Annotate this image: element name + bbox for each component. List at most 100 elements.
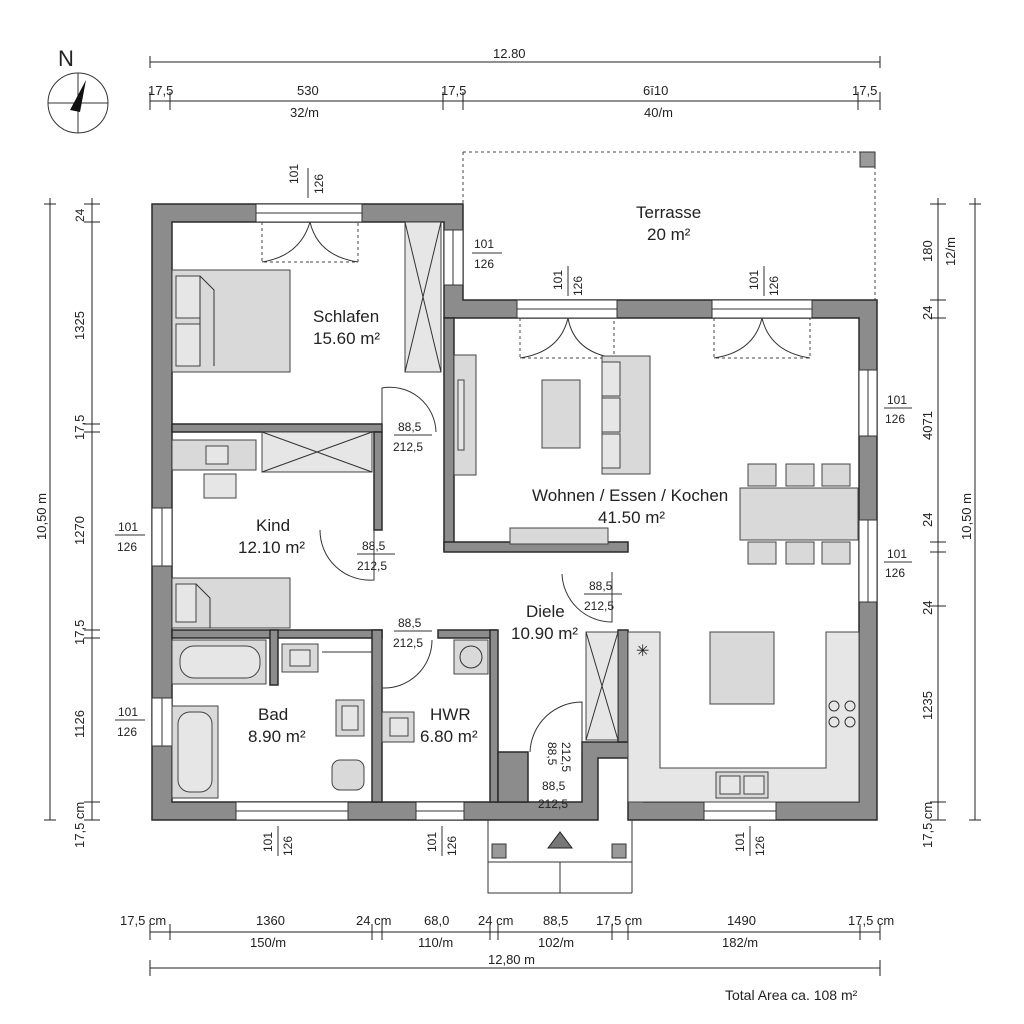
bottom-dim-3: 24 cm [356,913,391,928]
svg-text:126: 126 [885,412,905,426]
bottom-dim-sub-1: 150/m [250,935,286,950]
top-dim-sub-1: 32/m [290,105,319,120]
furniture: ✳ [171,221,860,803]
tv-unit [453,354,477,476]
entrance-arrow-icon [547,831,573,849]
kitchen-island [709,631,775,705]
svg-text:126: 126 [312,174,326,194]
room-name-schlafen: Schlafen [313,307,379,326]
right-dimensions: 180 12/m 24 4071 24 24 1235 17,5 cm 10,5… [920,198,981,848]
bottom-overall-dim: 12,80 m [488,952,535,967]
top-dim-3: 17,5 [441,83,466,98]
left-dim-2: 1325 [72,311,87,340]
window-label-hwr: 101 126 [425,826,459,856]
bottom-dimensions: 17,5 cm 1360 24 cm 68,0 24 cm 88,5 17,5 … [120,913,894,976]
right-dim-7: 1235 [920,691,935,720]
svg-text:88,5: 88,5 [398,616,422,630]
window-label-bad-side: 101 126 [115,705,145,739]
room-name-diele: Diele [526,602,565,621]
room-area-wohnen: 41.50 m² [598,508,665,527]
room-area-schlafen: 15.60 m² [313,329,380,348]
right-dim-2: 12/m [943,237,958,266]
door-label-schlafen: 88,5 212,5 [393,420,432,454]
door-label-entrance: 88,5 212,5 88,5 212,5 [538,742,573,811]
top-dim-5: 17,5 [852,83,877,98]
chair-kind [203,473,237,499]
total-area: Total Area ca. 108 m² [725,987,858,1003]
svg-text:212,5: 212,5 [393,440,423,454]
left-dim-3: 17,5 [72,415,87,440]
bottom-dim-7: 17,5 cm [596,913,642,928]
window-label-bad: 101 126 [261,826,295,856]
left-dim-4: 1270 [72,516,87,545]
window-label-wohnen-2: 101 126 [747,266,781,296]
svg-text:126: 126 [445,836,459,856]
left-dim-5: 17,5 [72,620,87,645]
svg-text:88,5: 88,5 [545,742,559,766]
left-dim-7: 17,5 cm [72,802,87,848]
svg-text:101: 101 [887,393,907,407]
right-dim-4: 4071 [920,411,935,440]
toilet [331,759,365,791]
compass: N [47,46,109,134]
right-dim-8: 17,5 cm [920,802,935,848]
room-name-wohnen: Wohnen / Essen / Kochen [532,486,728,505]
top-dim-sub-2: 40/m [644,105,673,120]
svg-text:126: 126 [753,836,767,856]
door-label-bad: 88,5 212,5 [393,616,432,650]
north-arrow-icon [70,80,86,112]
svg-text:212,5: 212,5 [538,797,568,811]
right-dim-5: 24 [920,513,935,527]
svg-text:212,5: 212,5 [584,599,614,613]
bottom-dim-1: 17,5 cm [120,913,166,928]
window-label-wohnen-east-1: 101 126 [884,393,912,426]
svg-text:126: 126 [571,276,585,296]
bottom-dim-6: 88,5 [543,913,568,928]
bottom-dim-8: 1490 [727,913,756,928]
right-dim-6: 24 [920,601,935,615]
top-dim-4: 6ī10 [643,83,668,98]
bottom-dim-9: 17,5 cm [848,913,894,928]
svg-text:101: 101 [474,237,494,251]
room-name-bad: Bad [258,705,288,724]
room-name-kind: Kind [256,516,290,535]
room-area-kind: 12.10 m² [238,538,305,557]
svg-text:101: 101 [118,520,138,534]
door-label-kind: 88,5 212,5 [357,539,395,573]
svg-text:126: 126 [281,836,295,856]
right-dim-3: 24 [920,306,935,320]
kitchen-counter [627,631,860,803]
window-label-wohnen-east-2: 101 126 [884,547,912,580]
walls [151,203,878,821]
svg-text:212,5: 212,5 [357,559,387,573]
window-label-kind: 101 126 [115,520,145,554]
svg-text:88,5: 88,5 [542,779,566,793]
window-label-wohnen-1: 101 126 [551,266,585,296]
svg-text:88,5: 88,5 [398,420,422,434]
window-label-top-schlafen: 101 126 [287,164,326,198]
bottom-dim-2: 1360 [256,913,285,928]
doors [261,221,811,894]
right-dim-1: 180 [920,240,935,262]
room-name-hwr: HWR [430,705,471,724]
bottom-dim-5: 24 cm [478,913,513,928]
svg-text:101: 101 [551,270,565,290]
svg-text:101: 101 [287,164,301,184]
svg-text:126: 126 [885,566,905,580]
left-dimensions: 10,50 m 24 1325 17,5 1270 17,5 1126 17,5… [34,198,100,848]
terrace: Terrasse 20 m² [462,151,876,302]
room-name-terrasse: Terrasse [636,203,701,222]
top-dimensions: 12.80 17,5 530 17,5 6ī10 17,5 32/m 40/m [148,46,881,120]
right-overall-dim: 10,50 m [959,493,974,540]
windows [151,203,878,821]
top-overall-dim: 12.80 [493,46,526,61]
room-area-bad: 8.90 m² [248,727,306,746]
washing-machine [453,639,489,675]
svg-text:126: 126 [474,257,494,271]
room-area-diele: 10.90 m² [511,624,578,643]
bottom-dim-sub-2: 110/m [418,935,453,950]
window-label-schlafen-side: 101 126 [472,237,502,271]
window-label-kitchen: 101 126 [733,826,767,856]
svg-text:126: 126 [117,725,137,739]
svg-text:212,5: 212,5 [559,742,573,772]
